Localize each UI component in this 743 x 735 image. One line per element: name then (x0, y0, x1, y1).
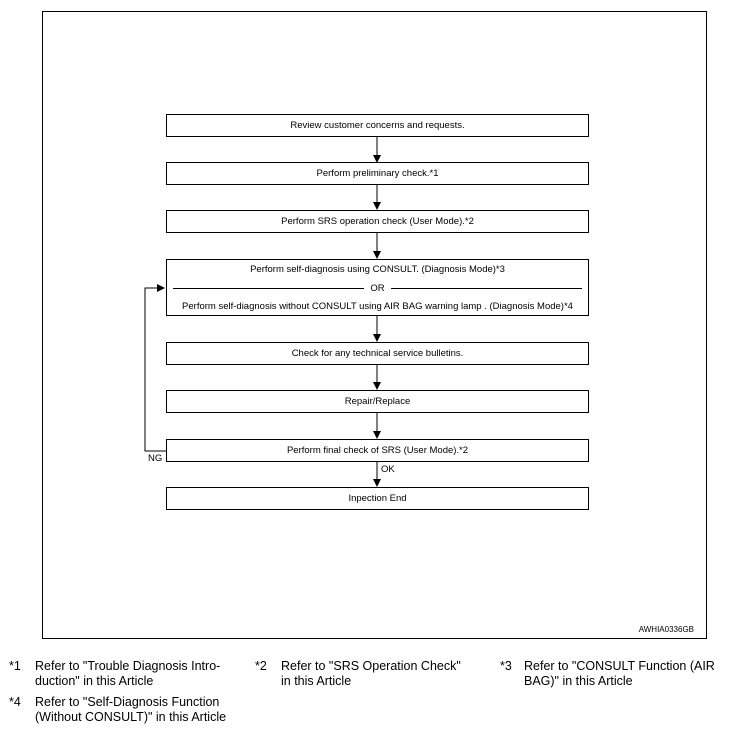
ng-label: NG (148, 453, 163, 464)
step-service-bulletins: Check for any technical service bulletin… (166, 342, 589, 365)
step-srs-operation-check-text: Perform SRS operation check (User Mode).… (281, 216, 474, 227)
arrow-ng-loop (144, 284, 166, 452)
footnote-2-mark: *2 (255, 659, 267, 673)
diagram-frame: AWHIA0336GB (42, 11, 707, 639)
footnote-1-line-2: duction" in this Article (35, 674, 154, 688)
footnote-3: *3 Refer to "CONSULT Function (AIR BAG)"… (500, 659, 743, 691)
image-code: AWHIA0336GB (638, 625, 694, 634)
footnote-4-line-1: Refer to "Self-Diagnosis Function (35, 695, 220, 709)
footnote-4-mark: *4 (9, 695, 21, 709)
footnote-2-line-1: Refer to "SRS Operation Check" (281, 659, 461, 673)
step-review-concerns: Review customer concerns and requests. (166, 114, 589, 137)
footnote-1-mark: *1 (9, 659, 21, 673)
ok-label: OK (381, 464, 395, 475)
footnote-3-line-1: Refer to "CONSULT Function (AIR (524, 659, 715, 673)
step-preliminary-check: Perform preliminary check.*1 (166, 162, 589, 185)
step-service-bulletins-text: Check for any technical service bulletin… (291, 348, 464, 359)
footnote-3-mark: *3 (500, 659, 512, 673)
step-inspection-end: Inpection End (166, 487, 589, 510)
step-final-check-text: Perform final check of SRS (User Mode).*… (286, 445, 469, 456)
step-final-check: Perform final check of SRS (User Mode).*… (166, 439, 589, 462)
or-label: OR (370, 282, 385, 294)
footnote-1: *1 Refer to "Trouble Diagnosis Intro- du… (9, 659, 249, 691)
self-diagnosis-consult-text: Perform self-diagnosis using CONSULT. (D… (250, 264, 505, 275)
footnote-3-line-2: BAG)" in this Article (524, 674, 633, 688)
step-inspection-end-text: Inpection End (348, 493, 407, 504)
footnote-2: *2 Refer to "SRS Operation Check" in thi… (255, 659, 495, 691)
step-repair-replace-text: Repair/Replace (344, 396, 411, 407)
step-self-diagnosis: Perform self-diagnosis using CONSULT. (D… (166, 259, 589, 316)
or-separator: OR (167, 283, 588, 294)
footnote-2-line-2: in this Article (281, 674, 352, 688)
footnote-1-line-1: Refer to "Trouble Diagnosis Intro- (35, 659, 221, 673)
step-srs-operation-check: Perform SRS operation check (User Mode).… (166, 210, 589, 233)
self-diagnosis-warning-lamp-text: Perform self-diagnosis without CONSULT u… (182, 301, 573, 312)
step-review-concerns-text: Review customer concerns and requests. (290, 120, 465, 131)
footnote-4-line-2: (Without CONSULT)" in this Article (35, 710, 227, 724)
step-preliminary-check-text: Perform preliminary check.*1 (316, 168, 439, 179)
footnote-4: *4 Refer to "Self-Diagnosis Function (Wi… (9, 695, 249, 727)
step-repair-replace: Repair/Replace (166, 390, 589, 413)
